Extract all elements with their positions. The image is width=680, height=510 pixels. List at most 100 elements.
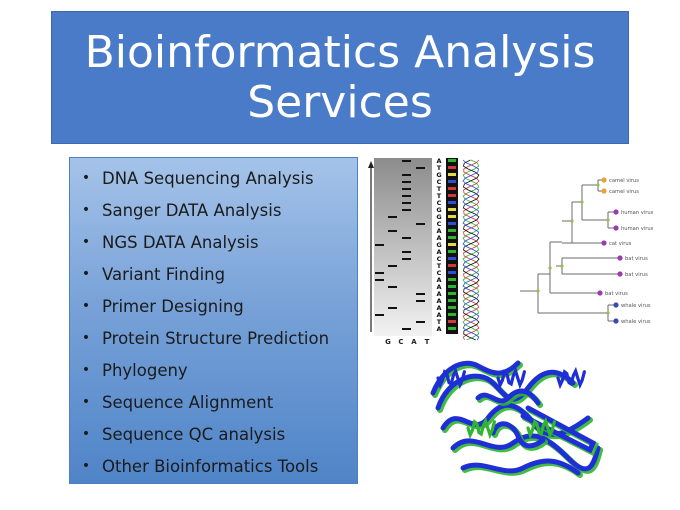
ribbon-blue bbox=[450, 433, 601, 472]
sequence-color-bar bbox=[448, 208, 456, 211]
sequence-letter: G bbox=[436, 171, 441, 179]
gel-background bbox=[374, 158, 432, 336]
gel-band bbox=[388, 286, 397, 288]
bullet-icon: • bbox=[81, 234, 91, 250]
internal-node bbox=[536, 289, 540, 293]
sequence-letter: A bbox=[436, 157, 441, 165]
sequence-letter: A bbox=[436, 276, 441, 284]
gel-band bbox=[388, 230, 397, 232]
sequence-letter: T bbox=[437, 262, 442, 270]
sequence-color-bar bbox=[448, 264, 456, 267]
sequence-color-bar bbox=[448, 250, 456, 253]
list-item: • NGS DATA Analysis bbox=[70, 226, 329, 258]
service-label: NGS DATA Analysis bbox=[102, 232, 259, 252]
leaf-node bbox=[601, 188, 607, 194]
service-label: Other Bioinformatics Tools bbox=[102, 456, 319, 476]
gel-band bbox=[402, 188, 411, 190]
list-item: •Sequence Alignment bbox=[70, 386, 329, 418]
gel-band bbox=[402, 258, 411, 260]
sequence-color-bar bbox=[448, 313, 456, 316]
list-item: • Other Bioinformatics Tools bbox=[70, 450, 329, 482]
gel-band bbox=[375, 244, 384, 246]
service-label: Sanger DATA Analysis bbox=[102, 200, 282, 220]
list-item: •Sequence QC analysis bbox=[70, 418, 329, 450]
sequence-color-bar bbox=[448, 236, 456, 239]
sequence-letter: T bbox=[437, 318, 442, 326]
sequence-color-bar bbox=[448, 180, 456, 183]
sequence-letter: A bbox=[436, 290, 441, 298]
ribbon-blue bbox=[460, 458, 581, 476]
sequence-color-bar bbox=[448, 222, 456, 225]
leaf-node bbox=[617, 255, 623, 261]
sequence-color-bars bbox=[448, 159, 456, 330]
list-item: •Protein Structure Prediction bbox=[70, 322, 329, 354]
gel-band bbox=[375, 272, 384, 274]
gel-band bbox=[402, 328, 411, 330]
bullet-icon: • bbox=[81, 298, 91, 314]
gel-band bbox=[375, 279, 384, 281]
sequence-letter: A bbox=[436, 325, 441, 333]
arrow-head-icon bbox=[368, 161, 374, 168]
list-item: • Sanger DATA Analysis bbox=[70, 194, 329, 226]
gel-band bbox=[388, 216, 397, 218]
tree-leaf-label: bat virus bbox=[625, 272, 648, 278]
sequence-letter: A bbox=[436, 304, 441, 312]
ribbon-blue bbox=[475, 388, 541, 406]
gel-band bbox=[416, 167, 425, 169]
leaf-node bbox=[601, 240, 607, 246]
internal-node bbox=[560, 264, 564, 268]
sequence-color-bar bbox=[448, 194, 456, 197]
gel-band bbox=[402, 209, 411, 211]
service-label: DNA Sequencing Analysis bbox=[102, 168, 314, 188]
service-label: Variant Finding bbox=[102, 264, 226, 284]
sequence-color-bar bbox=[448, 187, 456, 190]
sequence-color-bar bbox=[448, 292, 456, 295]
internal-node bbox=[580, 200, 584, 204]
list-item: • Variant Finding bbox=[70, 258, 329, 290]
gel-band bbox=[402, 202, 411, 204]
sequence-letter: T bbox=[437, 164, 442, 172]
sequence-color-bar bbox=[448, 173, 456, 176]
services-list: • DNA Sequencing Analysis • Sanger DATA An… bbox=[70, 162, 329, 482]
title-banner: Bioinformatics Analysis Services bbox=[51, 11, 629, 144]
sequence-color-bar bbox=[448, 215, 456, 218]
gel-band bbox=[416, 300, 425, 302]
sequence-letter: A bbox=[436, 234, 441, 242]
tree-branches bbox=[520, 179, 620, 322]
gel-band bbox=[402, 251, 411, 253]
lane-label: A bbox=[411, 338, 417, 346]
gel-band bbox=[402, 237, 411, 239]
lane-label: C bbox=[398, 338, 403, 346]
tree-leaf-label: camel virus bbox=[609, 178, 639, 184]
services-list-panel: • DNA Sequencing Analysis • Sanger DATA An… bbox=[69, 157, 358, 484]
gel-band bbox=[388, 307, 397, 309]
leaf-node bbox=[601, 177, 607, 183]
tree-leaf-label: human virus bbox=[621, 226, 654, 232]
bullet-icon: • bbox=[81, 330, 91, 346]
tree-nodes bbox=[536, 177, 623, 324]
bullet-icon: • bbox=[81, 458, 91, 474]
sequence-letter: C bbox=[437, 220, 442, 228]
leaf-node bbox=[617, 271, 623, 277]
internal-node bbox=[606, 311, 610, 315]
sequence-color-bar bbox=[448, 271, 456, 274]
sequence-color-bar bbox=[448, 257, 456, 260]
protein-structure-illustration bbox=[430, 360, 603, 478]
service-label: Primer Designing bbox=[102, 296, 244, 316]
sequence-color-bar bbox=[448, 285, 456, 288]
bullet-icon: • bbox=[81, 202, 91, 218]
sequence-letter: A bbox=[436, 248, 441, 256]
tree-leaf-label: camel virus bbox=[609, 189, 639, 195]
gel-band bbox=[416, 223, 425, 225]
bullet-icon: • bbox=[81, 266, 91, 282]
ribbon-blue bbox=[520, 405, 597, 454]
service-label: Phylogeny bbox=[102, 360, 188, 380]
gel-band bbox=[416, 293, 425, 295]
bullet-icon: • bbox=[81, 394, 91, 410]
tree-leaf-label: human virus bbox=[621, 210, 654, 216]
sequence-letter: C bbox=[437, 178, 442, 186]
title-line-1: Bioinformatics Analysis bbox=[84, 26, 596, 78]
gel-band bbox=[402, 181, 411, 183]
tree-leaf-label: bat virus bbox=[605, 291, 628, 297]
